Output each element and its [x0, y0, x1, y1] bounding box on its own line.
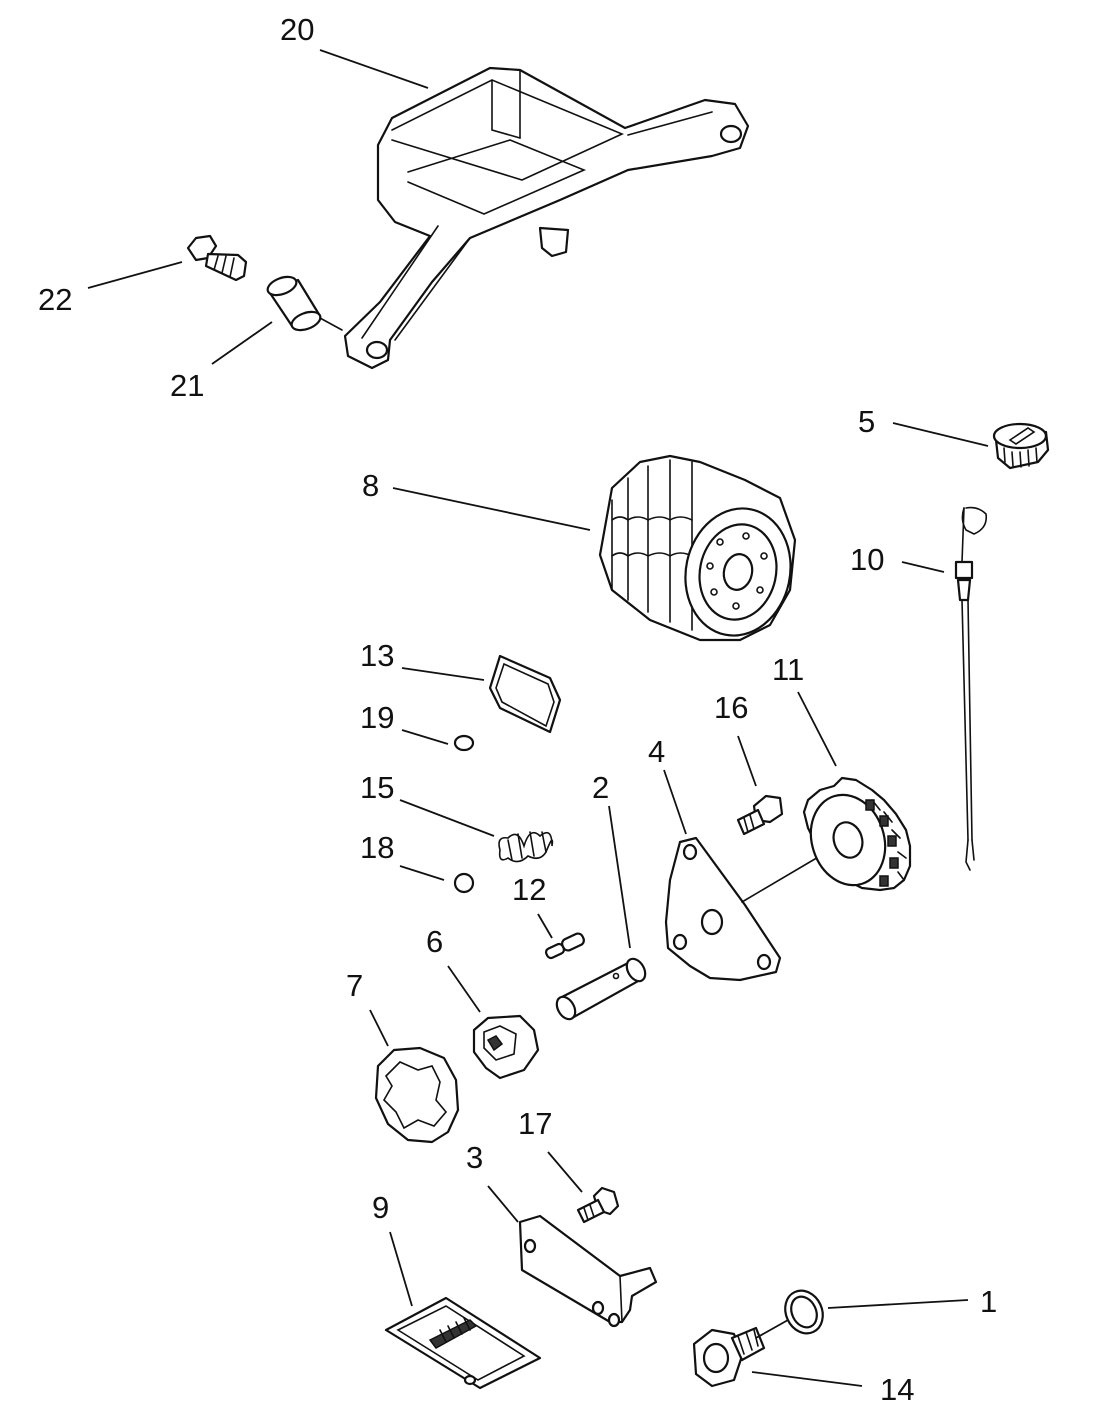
part-5-oil-cap: [992, 422, 1050, 470]
callout-14: 14: [880, 1372, 914, 1407]
part-7-outer-rotor: [374, 1046, 460, 1144]
callout-22: 22: [38, 282, 72, 317]
leader-lines: [87, 49, 989, 1387]
callout-11: 11: [772, 652, 804, 687]
callout-16: 16: [714, 690, 748, 725]
part-1-o-ring: [784, 1289, 824, 1335]
callout-5: 5: [858, 404, 875, 439]
part-19-small-ring: [453, 734, 475, 752]
callout-20: 20: [280, 12, 314, 47]
callout-21: 21: [170, 368, 204, 403]
part-22-bolt: [186, 234, 248, 282]
part-16-bolt: [736, 794, 784, 836]
callout-19: 19: [360, 700, 394, 735]
callout-9: 9: [372, 1190, 389, 1225]
part-9-oil-strainer: [384, 1296, 542, 1390]
part-15-spring: [498, 831, 554, 863]
callout-2: 2: [592, 770, 609, 805]
callout-12: 12: [512, 872, 546, 907]
callout-10: 10: [850, 542, 884, 577]
part-10-dipstick: [954, 506, 988, 871]
part-4-cover-plate: [664, 836, 821, 982]
part-14-drain-plug: [692, 1326, 766, 1388]
callout-18: 18: [360, 830, 394, 865]
part-8-oil-filter: [598, 454, 797, 642]
part-21-bushing: [266, 275, 343, 332]
part-12-pins: [544, 932, 585, 960]
callout-7: 7: [346, 968, 363, 1003]
callout-labels: 20 22 21 5 8 10 13 11 19 16 4 15 2 18 12…: [38, 12, 997, 1407]
callout-13: 13: [360, 638, 394, 673]
part-20-oil-bracket: [343, 66, 750, 370]
part-13-gasket: [488, 654, 562, 734]
callout-3: 3: [466, 1140, 483, 1175]
part-3-bracket: [518, 1214, 658, 1328]
callout-8: 8: [362, 468, 379, 503]
callout-1: 1: [980, 1284, 997, 1319]
part-11-gear: [802, 776, 912, 892]
part-6-inner-rotor: [472, 1014, 540, 1080]
part-2-shaft: [555, 957, 647, 1021]
callout-4: 4: [648, 734, 665, 769]
callout-6: 6: [426, 924, 443, 959]
callout-15: 15: [360, 770, 394, 805]
part-17-screw: [576, 1186, 620, 1224]
part-18-ball: [453, 872, 475, 894]
callout-17: 17: [518, 1106, 552, 1141]
